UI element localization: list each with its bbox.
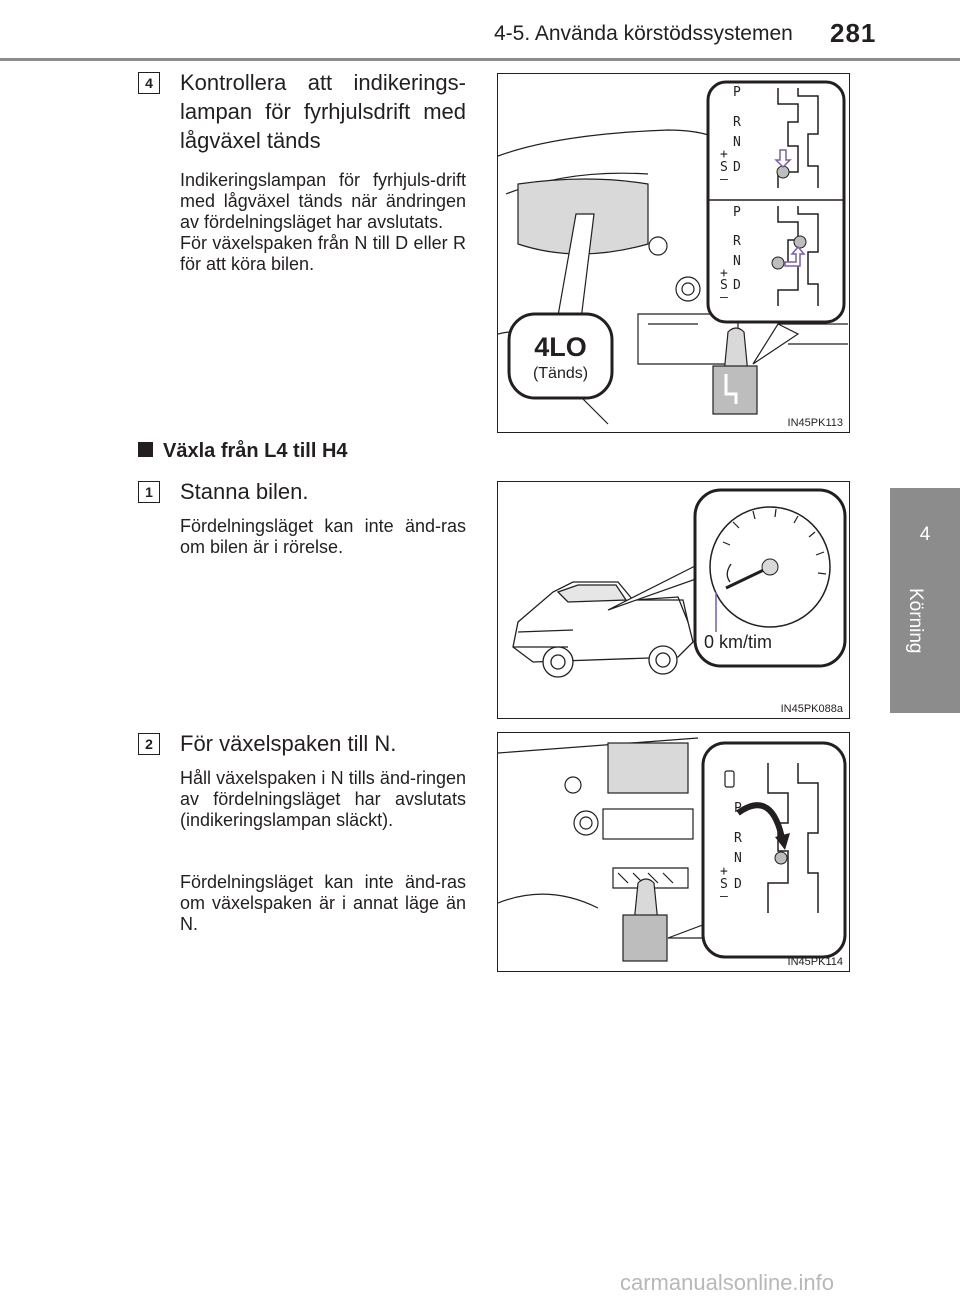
gear-position-label: + — [720, 266, 728, 281]
gear-position-label: D — [734, 877, 742, 892]
gear-position-label: N — [733, 135, 741, 150]
speed-label: 0 km/tim — [704, 632, 773, 652]
step-title: För växelspaken till N. — [180, 731, 397, 756]
step-title: Stanna bilen. — [180, 479, 309, 504]
gear-position-label: R — [733, 234, 741, 249]
figure-vehicle-speedometer: 0 km/tim IN45PK088a — [497, 481, 850, 719]
page-number: 281 — [830, 18, 877, 48]
gear-position-label: S — [720, 160, 728, 175]
watermark: carmanualsonline.info — [620, 1270, 835, 1295]
chapter-number: 4 — [919, 524, 931, 545]
step-body-note: Fördelningsläget kan inte änd-ras om väx… — [180, 872, 466, 934]
gear-position-label: + — [720, 147, 728, 162]
gear-position-label: D — [733, 278, 741, 293]
gear-position-label: N — [733, 254, 741, 269]
figure-code: IN45PK113 — [787, 417, 843, 429]
gear-position-label: P — [733, 85, 741, 100]
cabin-illustration — [498, 737, 847, 962]
gear-position-label: R — [734, 831, 742, 846]
indicator-4lo: 4LO — [534, 332, 587, 362]
step-title: Kontrollera att indikerings-lampan för f… — [180, 70, 466, 153]
header-rule — [0, 58, 960, 61]
gear-position-label: + — [720, 864, 728, 879]
figure-code: IN45PK088a — [780, 703, 843, 715]
step-number: 2 — [138, 733, 160, 755]
step-body: Fördelningsläget kan inte änd-ras om bil… — [180, 516, 466, 557]
cabin-illustration — [498, 80, 848, 425]
gear-position-label: – — [720, 172, 728, 187]
gear-position-label: D — [733, 160, 741, 175]
gear-position-label: P — [734, 801, 742, 816]
figure-shift-lever-4lo: P R N + S D – P R N + S D – 4LO (Tänds) … — [497, 73, 850, 433]
gear-position-label: S — [720, 877, 728, 892]
step-body: Indikeringslampan för fyrhjuls-drift med… — [180, 170, 466, 274]
step-number: 4 — [138, 72, 160, 94]
gear-position-label: P — [733, 205, 741, 220]
square-bullet-icon — [138, 442, 153, 457]
figure-shift-lever-n: P R N + S D – IN45PK114 — [497, 732, 850, 972]
gear-position-label: N — [734, 851, 742, 866]
vehicle-illustration — [512, 488, 847, 678]
section-title: 4-5. Använda körstödssystemen — [494, 22, 793, 45]
chapter-tab: 4 Körning — [890, 488, 960, 713]
figure-code: IN45PK114 — [787, 956, 843, 968]
gear-position-label: – — [720, 889, 728, 904]
gear-position-label: S — [720, 278, 728, 293]
gear-position-label: R — [733, 115, 741, 130]
section-heading: Växla från L4 till H4 — [138, 440, 348, 463]
gear-position-label: – — [720, 290, 728, 305]
section-heading-text: Växla från L4 till H4 — [163, 440, 348, 462]
chapter-label: Körning — [905, 588, 926, 654]
step-number: 1 — [138, 481, 160, 503]
indicator-state: (Tänds) — [532, 365, 589, 382]
step-body: Håll växelspaken i N tills änd-ringen av… — [180, 768, 466, 830]
